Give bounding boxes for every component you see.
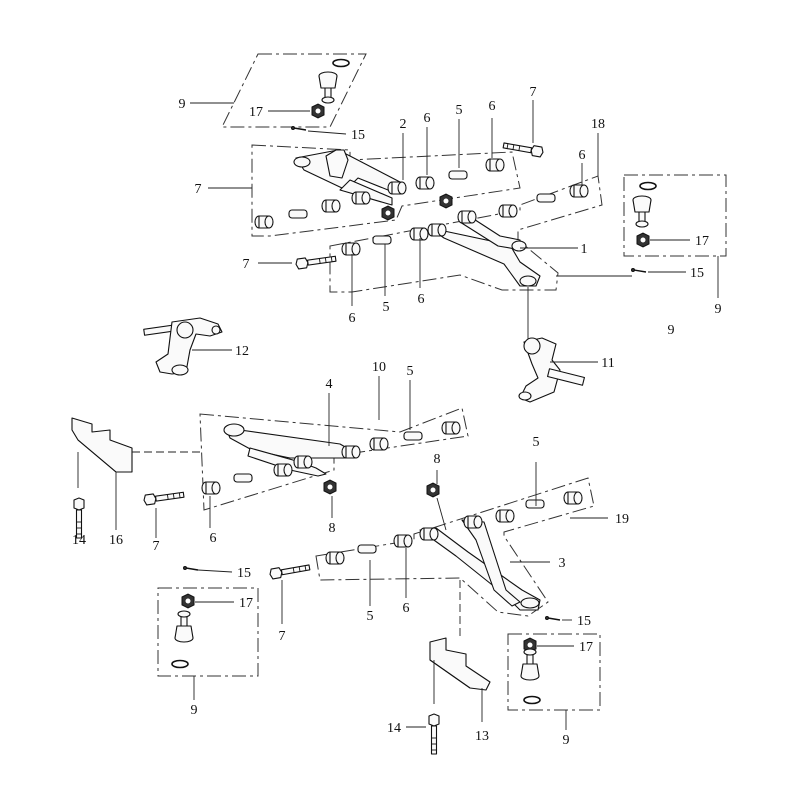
callout-6: 6 <box>349 311 356 326</box>
callout-6: 6 <box>418 292 425 307</box>
callout-5: 5 <box>407 364 414 379</box>
upper-right-a-arm-group <box>258 133 632 342</box>
ball-joint-kit-bottom-left <box>157 587 259 700</box>
callout-18: 18 <box>591 117 605 132</box>
callout-9: 9 <box>191 703 198 718</box>
callout-17: 17 <box>249 105 263 120</box>
callout-1: 1 <box>581 242 588 257</box>
callout-16: 16 <box>109 533 123 548</box>
callout-10: 10 <box>372 360 386 375</box>
callout-labels: 9 17 15 2 6 5 6 7 18 6 7 1 17 15 9 9 7 6… <box>72 85 722 748</box>
callout-5: 5 <box>367 609 374 624</box>
callout-7: 7 <box>153 539 160 554</box>
callout-14: 14 <box>72 533 86 548</box>
callout-9: 9 <box>715 302 722 317</box>
callout-2: 2 <box>400 117 407 132</box>
callout-5: 5 <box>456 103 463 118</box>
callout-7: 7 <box>279 629 286 644</box>
callout-7: 7 <box>243 257 250 272</box>
callout-5: 5 <box>383 300 390 315</box>
callout-11: 11 <box>601 356 614 371</box>
callout-15: 15 <box>577 614 591 629</box>
steering-knuckle-left <box>143 317 232 376</box>
ball-joint-kit-bottom-right <box>507 633 601 730</box>
callout-4: 4 <box>326 377 333 392</box>
callout-15: 15 <box>351 128 365 143</box>
callout-19: 19 <box>615 512 629 527</box>
callout-15: 15 <box>690 266 704 281</box>
callout-13: 13 <box>475 729 489 744</box>
callout-5: 5 <box>533 435 540 450</box>
callout-8: 8 <box>434 452 441 467</box>
upper-left-a-arm-group <box>208 100 545 237</box>
steering-knuckle-right <box>518 337 598 403</box>
callout-6: 6 <box>424 111 431 126</box>
callout-14: 14 <box>387 721 401 736</box>
lower-right-a-arm-group <box>182 462 608 640</box>
lower-left-a-arm-group <box>142 376 469 538</box>
callout-7: 7 <box>530 85 537 100</box>
callout-7: 7 <box>195 182 202 197</box>
callout-17: 17 <box>239 596 253 611</box>
callout-17: 17 <box>579 640 593 655</box>
skid-plate-right <box>406 637 491 755</box>
callout-8: 8 <box>329 521 336 536</box>
callout-6: 6 <box>403 601 410 616</box>
callout-9: 9 <box>668 323 675 338</box>
ball-joint-kit-top-left <box>190 53 367 135</box>
callout-6: 6 <box>210 531 217 546</box>
callout-15: 15 <box>237 566 251 581</box>
callout-9: 9 <box>563 733 570 748</box>
callout-3: 3 <box>559 556 566 571</box>
skid-plate-left <box>71 417 200 539</box>
callout-6: 6 <box>579 148 586 163</box>
callout-17: 17 <box>695 234 709 249</box>
ball-joint-kit-top-right <box>623 174 727 298</box>
callout-6: 6 <box>489 99 496 114</box>
callout-12: 12 <box>235 344 249 359</box>
callout-9: 9 <box>179 97 186 112</box>
